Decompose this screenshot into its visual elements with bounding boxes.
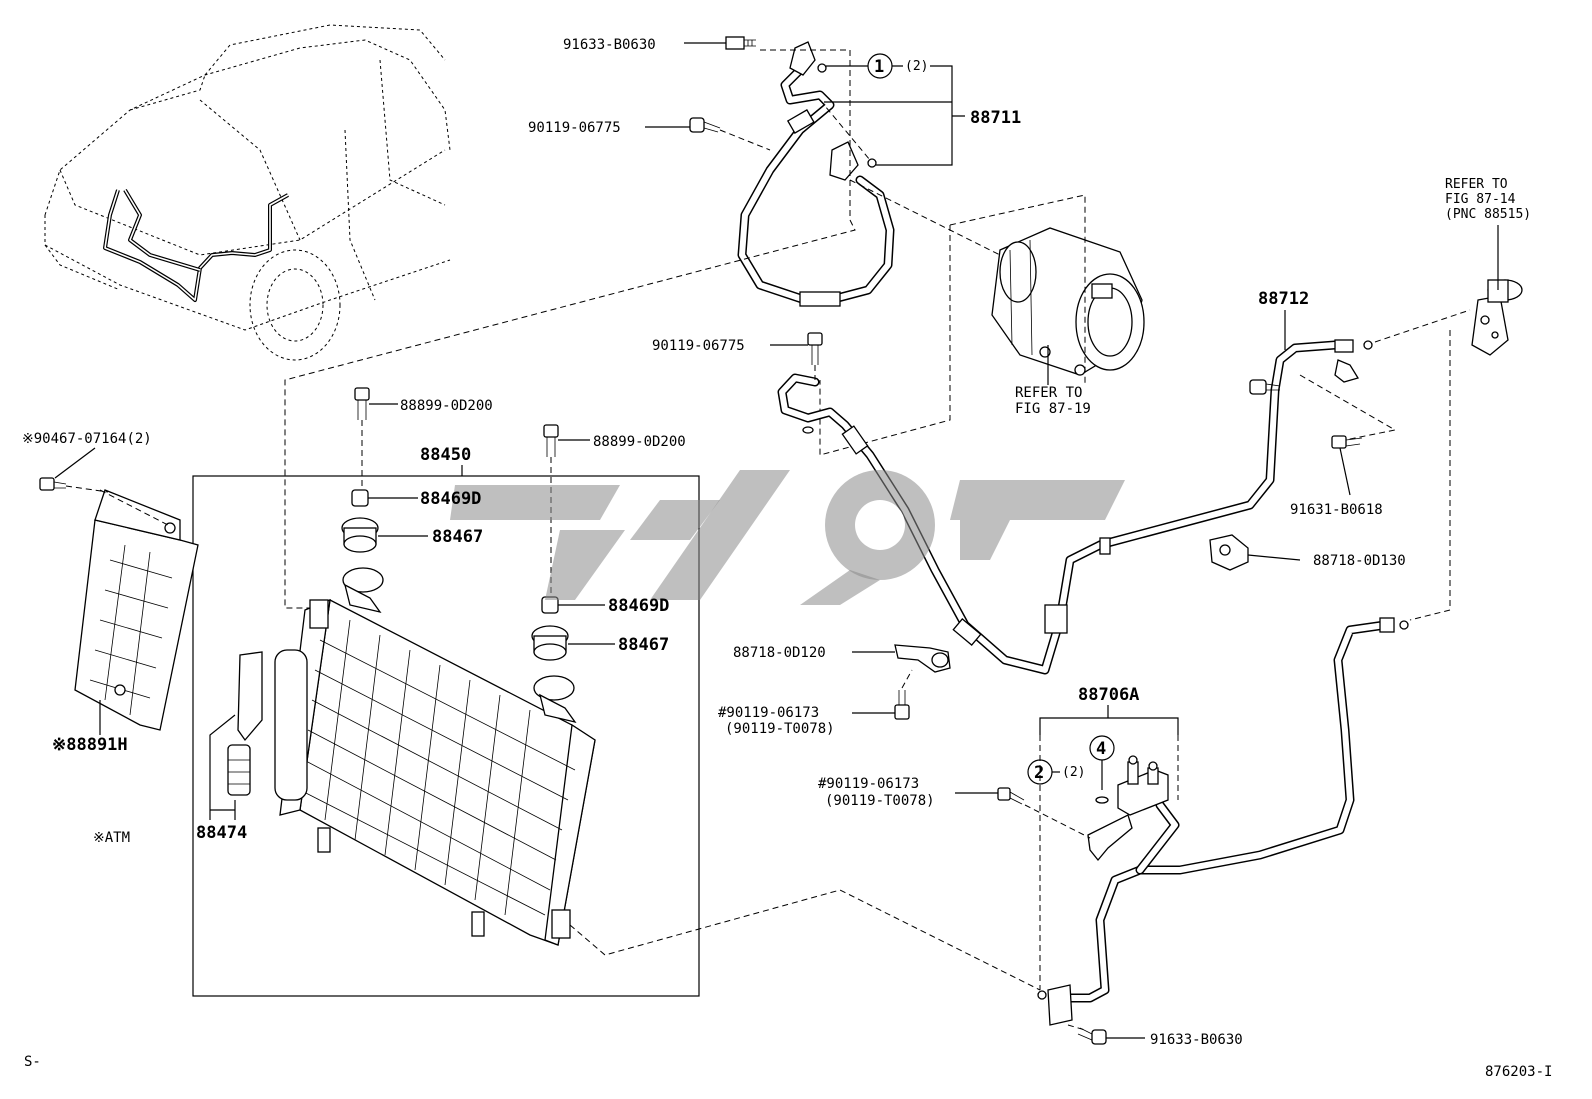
label-corner-left: S- (24, 1054, 41, 1070)
bolt-guide-top (719, 129, 771, 151)
bushing-88469d-a (351, 489, 369, 507)
o-ring-4 (1095, 796, 1109, 804)
watermark-logo (450, 470, 1125, 605)
bracket-88711 (824, 65, 965, 166)
label-88469d-a: 88469D (420, 489, 481, 509)
label-88712: 88712 (1258, 289, 1309, 309)
shield-88891h (74, 489, 199, 731)
hose-88711-guide (284, 49, 1001, 609)
label-88467-a: 88467 (432, 527, 483, 547)
label-90119-06775-top: 90119-06775 (528, 120, 621, 136)
label-88706a: 88706A (1078, 685, 1139, 705)
condenser-assembly-box (192, 475, 700, 997)
condenser-core (279, 567, 596, 946)
label-diagram-id: 876203-I (1485, 1064, 1552, 1080)
bracket-88712 (1334, 359, 1360, 383)
clamp-88718-0d130 (1209, 534, 1249, 571)
callout-2-qty: (2) (1062, 765, 1085, 780)
label-note-atm: ※ATM (93, 830, 130, 846)
bolt-guide-left (901, 669, 913, 689)
leader-90467 (54, 447, 96, 479)
label-88899-0d200-a: 88899-0D200 (400, 398, 493, 414)
bolt-90119-06173-left (894, 690, 910, 720)
label-91633-b0630-bottom: 91633-B0630 (1150, 1032, 1243, 1048)
callout-4-text: 4 (1096, 739, 1106, 759)
leader-88718-0d130 (1247, 554, 1301, 561)
label-88718-0d120: 88718-0D120 (733, 645, 826, 661)
bolt-91633-b0630-bottom (1077, 1027, 1107, 1045)
insulator-88467-a (341, 517, 379, 553)
clip-90467-07164 (39, 477, 67, 491)
callout-1-text: 1 (874, 57, 884, 77)
clip-guide (65, 485, 169, 526)
liquid-tube-88706a (1037, 617, 1409, 1026)
bolt-guide-bottom (1067, 1024, 1086, 1031)
label-91631-b0618: 91631-B0618 (1290, 502, 1383, 518)
label-90119-t0078-b: (90119-T0078) (825, 793, 935, 809)
discharge-hose-88711 (737, 41, 895, 307)
label-ref-fig-87-19-line1: REFER TO (1015, 385, 1082, 401)
label-ref-fig-87-14-line1: REFER TO (1445, 177, 1508, 192)
label-88474: 88474 (196, 823, 247, 843)
callout-1-qty: (2) (905, 59, 928, 74)
bolt-91633-b0630-top (725, 36, 756, 50)
callout-2-text: 2 (1034, 763, 1044, 783)
condenser-location-highlight (103, 188, 289, 302)
label-88891h: ※88891H (52, 735, 128, 755)
vehicle-outline (44, 24, 451, 361)
label-ref-fig-87-14-line3: (PNC 88515) (1445, 207, 1531, 222)
expansion-valve-ref (1471, 279, 1523, 356)
bolt-90119-06173-right (997, 787, 1025, 805)
condenser-guide-bottom (569, 889, 1041, 991)
bolt-88899-0d200-b (543, 424, 559, 457)
label-88899-0d200-b: 88899-0D200 (593, 434, 686, 450)
label-88467-b: 88467 (618, 635, 669, 655)
bolt-left-88712 (1249, 379, 1281, 395)
expansion-valve-guide (1409, 330, 1451, 621)
compressor-ref-box (819, 194, 1086, 456)
leader-91631 (1339, 447, 1351, 496)
label-90119-t0078-a: (90119-T0078) (725, 721, 835, 737)
pressure-switch-block-88706a (1087, 755, 1169, 862)
label-ref-fig-87-19-line2: FIG 87-19 (1015, 401, 1091, 417)
compressor (991, 227, 1145, 376)
insulator-88467-b (531, 625, 569, 661)
label-91633-b0630-top: 91633-B0630 (563, 37, 656, 53)
hose-88712-guide (1299, 309, 1471, 441)
bolt-90119-06775-top (689, 117, 721, 133)
bracket-88474 (209, 714, 236, 820)
label-90119-06775-mid: 90119-06775 (652, 338, 745, 354)
bolt-guide-right (1024, 804, 1091, 839)
filter-88474 (227, 744, 251, 796)
bolt-88899-0d200-a (354, 387, 370, 420)
label-88469d-b: 88469D (608, 596, 669, 616)
bolt-guide-condenser (361, 420, 552, 597)
label-88711: 88711 (970, 108, 1021, 128)
label-90119-06173-a: #90119-06173 (718, 705, 819, 721)
suction-hose-section (777, 339, 1373, 675)
bolt-90119-06775-mid (807, 332, 823, 365)
label-88450: 88450 (420, 445, 471, 465)
label-90119-06173-b: #90119-06173 (818, 776, 919, 792)
label-ref-fig-87-14-line2: FIG 87-14 (1445, 192, 1516, 207)
bolt-91631-b0618 (1331, 435, 1363, 449)
label-90467-07164: ※90467-07164(2) (22, 431, 152, 447)
leaders-condenser (368, 403, 615, 645)
clamp-88718-0d120 (894, 644, 951, 673)
receiver-dryer (237, 649, 308, 801)
label-88718-0d130: 88718-0D130 (1313, 553, 1406, 569)
bracket-88706a (1039, 705, 1179, 735)
